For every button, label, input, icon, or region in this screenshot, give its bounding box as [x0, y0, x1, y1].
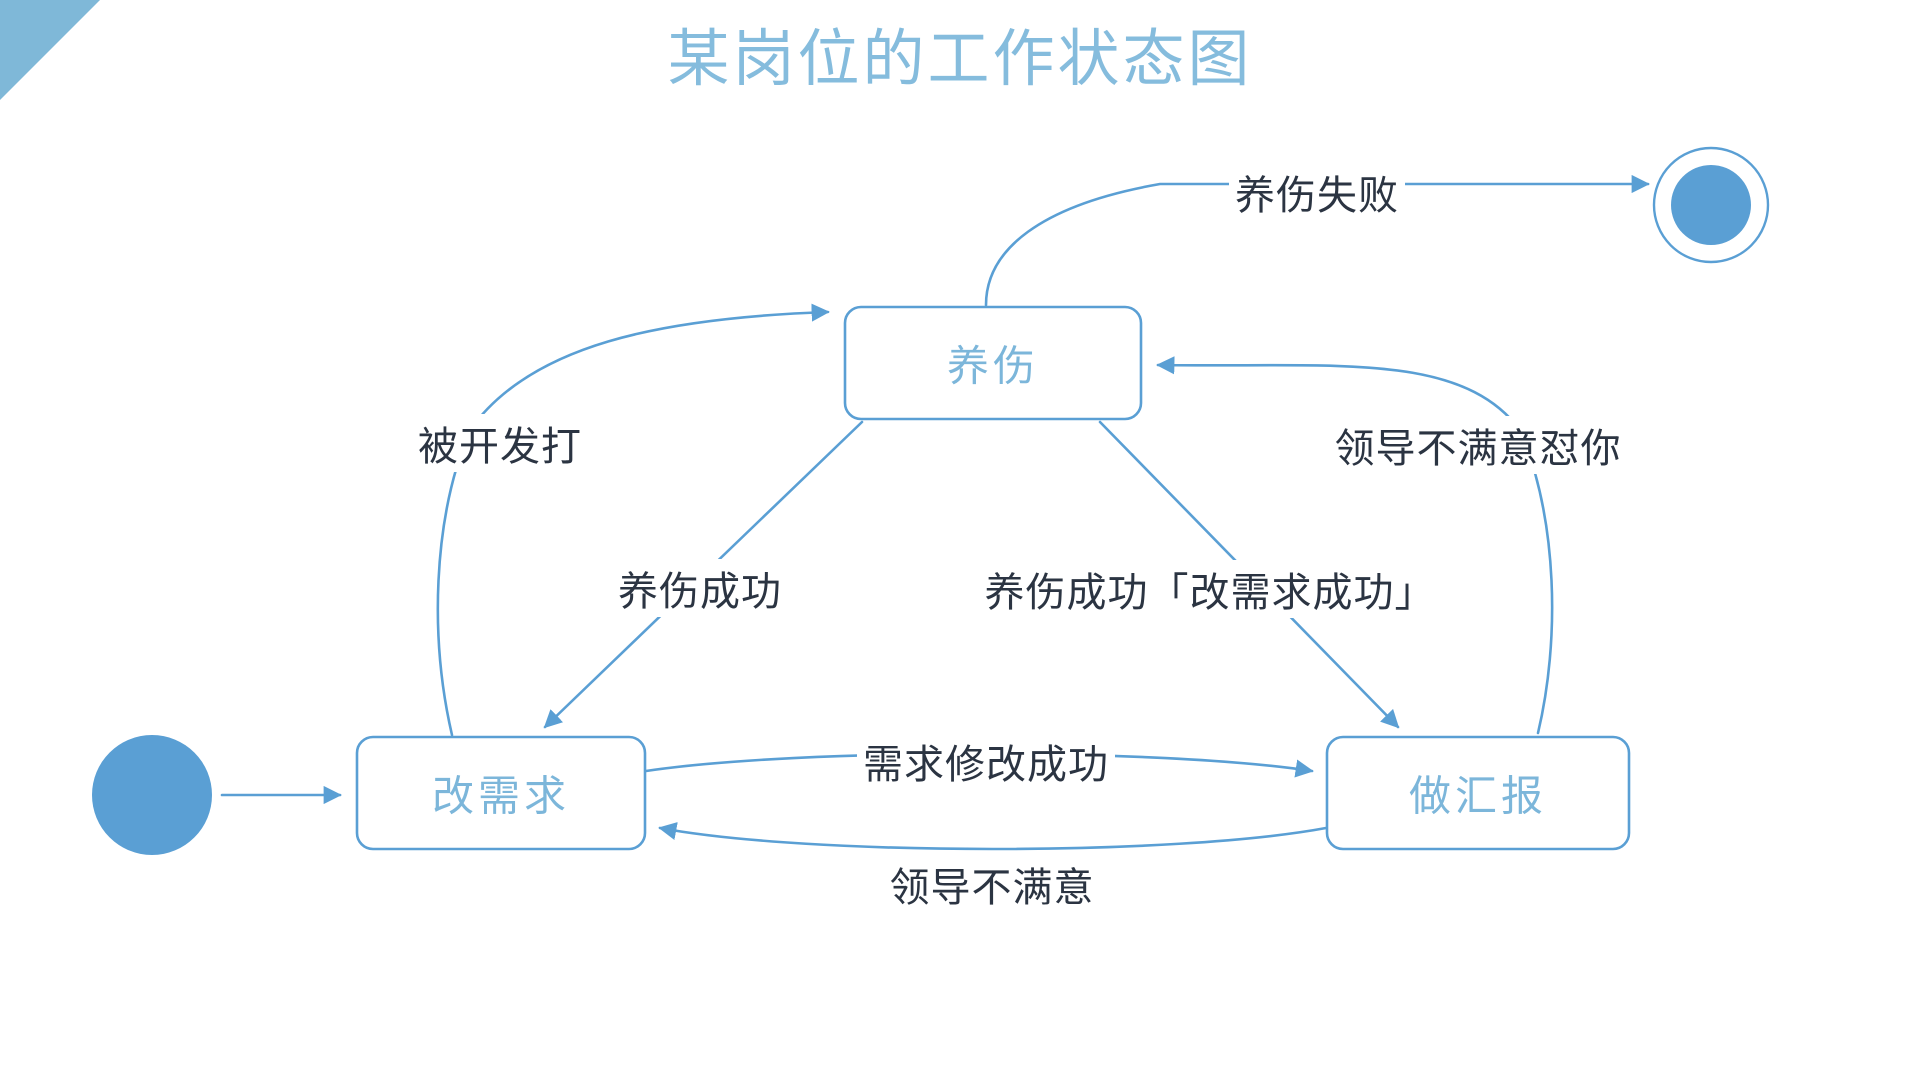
edge-label-yangshang-chenggong-gaixuqiu: 养伤成功「改需求成功」	[978, 560, 1442, 618]
state-end-final[interactable]	[1652, 146, 1770, 264]
edge-label-yangshang-chenggong: 养伤成功	[612, 559, 788, 617]
edge-label-yangshang-shibai: 养伤失败	[1229, 163, 1405, 221]
state-node-yangshang[interactable]	[843, 305, 1143, 421]
edge-label-xuqiu-xiugai-chenggong: 需求修改成功	[857, 732, 1115, 790]
state-start-initial[interactable]	[92, 735, 212, 855]
state-node-gaixuqiu[interactable]	[355, 735, 647, 851]
edge-label-lingdao-bumanyi-duini: 领导不满意怼你	[1328, 416, 1628, 474]
edge-label-lingdao-bumanyi: 领导不满意	[883, 855, 1101, 913]
edge-label-bei-kaifa-da: 被开发打	[412, 414, 588, 472]
page-title: 某岗位的工作状态图	[667, 22, 1253, 95]
state-node-zuohuibao[interactable]	[1325, 735, 1631, 851]
corner-accent-triangle	[0, 0, 100, 100]
edge-yangshang-to-end	[984, 174, 1650, 307]
edge-gaixuqiu-to-yangshang	[436, 303, 830, 737]
edge-zuohuibao-to-gaixuqiu	[658, 822, 1328, 851]
